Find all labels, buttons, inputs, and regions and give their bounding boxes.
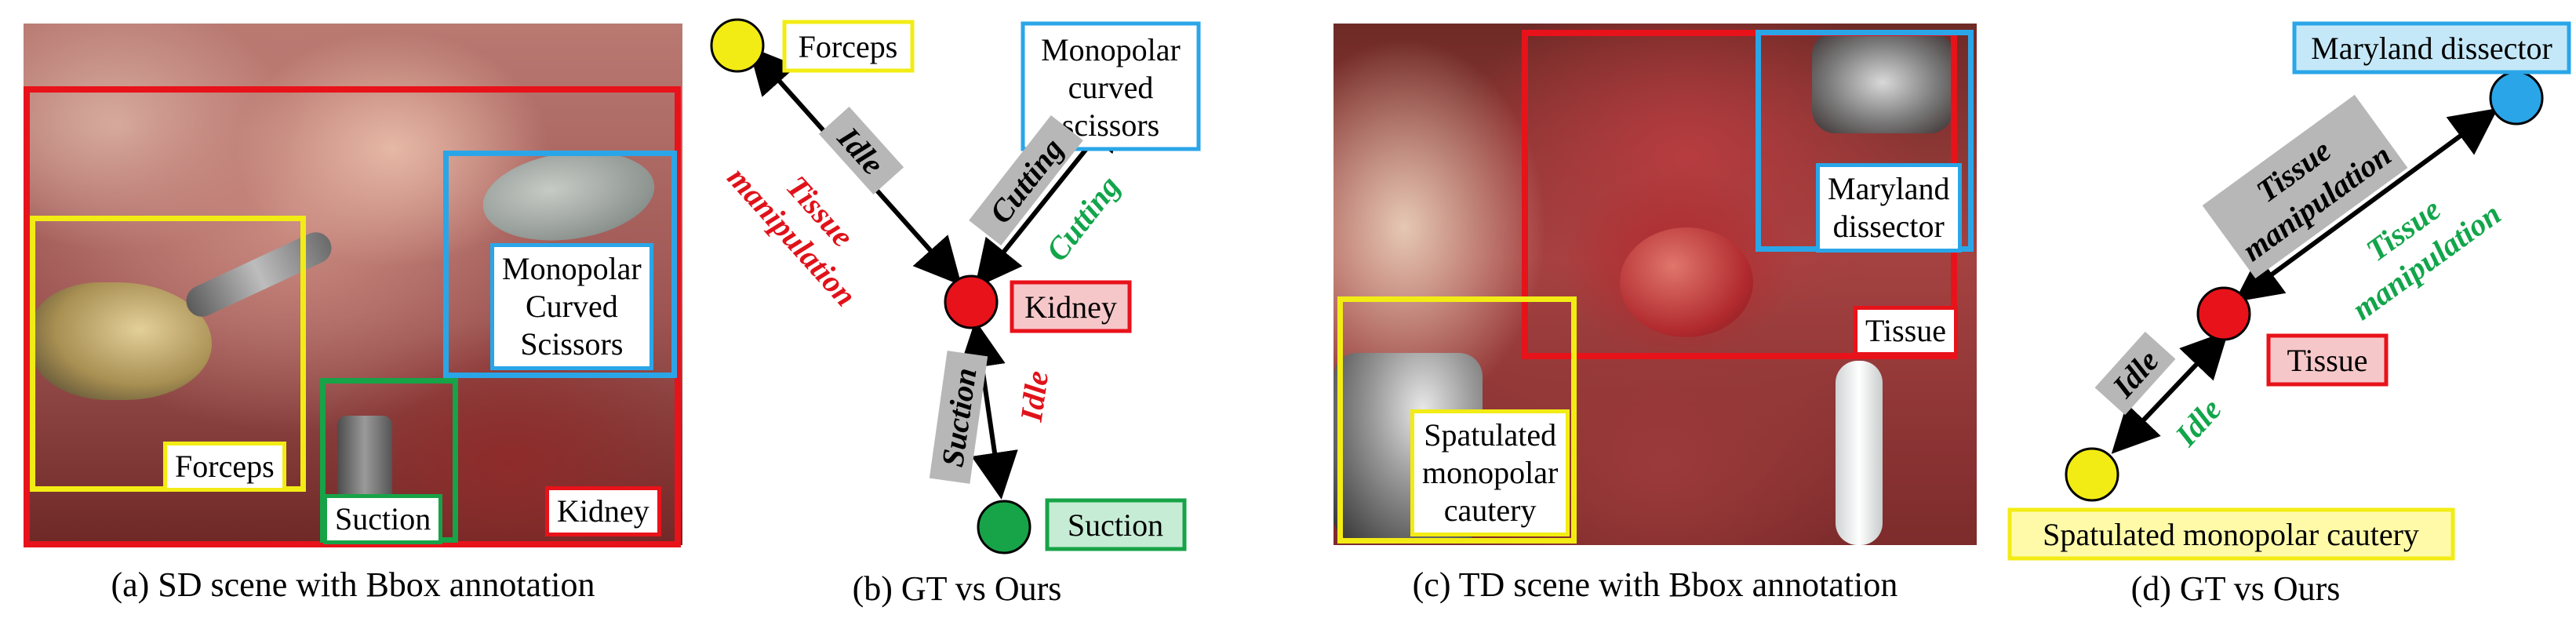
- edge-maryland-tissue: [2234, 107, 2498, 303]
- node-kidney: [944, 275, 999, 329]
- maryland-shape: [1812, 31, 1953, 133]
- forceps-shape: [31, 282, 212, 400]
- panel-a: Forceps Suction Kidney Monopolar Curved …: [0, 0, 690, 629]
- tag-text-suction: Suction: [1068, 507, 1163, 543]
- tag-text-scissors-1: Monopolar: [1041, 32, 1181, 67]
- edge-label-suction-pred-text: Idle: [1013, 369, 1056, 424]
- tag-maryland: Maryland dissector: [1816, 163, 1962, 253]
- tag-forceps: Forceps: [163, 442, 286, 492]
- tag-text-maryland: Maryland dissector: [2311, 31, 2552, 66]
- tag-kidney: Kidney: [545, 486, 661, 536]
- node-tissue: [2196, 286, 2251, 341]
- panel-b-graph: Forceps Monopolar curved scissors Kidney…: [710, 18, 1201, 608]
- tag-monopolar-line3: Scissors: [520, 326, 624, 362]
- tag-box-kidney: [1010, 280, 1132, 333]
- edge-label-suction-pred: Idle: [1013, 369, 1056, 424]
- tag-spatulated-line1: Spatulated: [1424, 417, 1557, 453]
- monopolar-bbox: [443, 151, 677, 378]
- node-suction: [977, 500, 1031, 554]
- edge-label-forceps-gt: Idle: [818, 106, 904, 195]
- tag-maryland-line1: Maryland: [1828, 171, 1950, 206]
- tissue-mass-shape: [1620, 227, 1753, 337]
- tag-tissue: Tissue: [1854, 306, 1959, 356]
- caption-d: (d) GT vs Ours: [2131, 569, 2341, 608]
- tag-monopolar: Monopolar Curved Scissors: [490, 243, 653, 370]
- spatulated-bbox: [1337, 296, 1577, 544]
- tag-box-spatulated: [2007, 507, 2455, 561]
- edge-label-scissors-pred-text: Cutting: [1039, 169, 1126, 267]
- edge-label-spatulated-pred: Idle: [2167, 391, 2228, 453]
- tag-text-forceps: Forceps: [799, 29, 898, 64]
- tag-text-scissors-2: curved: [1068, 70, 1154, 105]
- panel-d-graph: Maryland dissector Tissue Spatulated mon…: [2007, 21, 2571, 608]
- edge-label-spatulated-pred-text: Idle: [2167, 391, 2228, 453]
- tag-monopolar-line1: Monopolar: [502, 251, 642, 286]
- edge-label-scissors-pred: Cutting: [1039, 169, 1126, 267]
- tag-spatulated: Spatulated monopolar cautery: [1410, 409, 1570, 536]
- tag-box-suction: [1045, 498, 1187, 551]
- node-spatulated: [2065, 447, 2119, 502]
- caption-c: (c) TD scene with Bbox annotation: [1412, 565, 1898, 604]
- tag-spatulated-line3: cautery: [1443, 493, 1537, 528]
- tag-spatulated-line2: monopolar: [1422, 455, 1559, 490]
- node-maryland: [2489, 71, 2544, 125]
- white-tube-shape: [1836, 361, 1883, 545]
- tag-text-kidney: Kidney: [1024, 289, 1117, 325]
- caption-b: (b) GT vs Ours: [853, 569, 1062, 608]
- tag-box-tissue: [2266, 333, 2389, 387]
- tag-maryland-line2: dissector: [1832, 209, 1945, 244]
- edge-label-suction-gt-text: Suction: [934, 365, 983, 469]
- tag-suction: Suction: [323, 494, 443, 544]
- node-forceps: [710, 18, 765, 73]
- edge-label-suction-gt: Suction: [929, 351, 988, 484]
- tag-text-tissue: Tissue: [2287, 343, 2367, 378]
- kidney-bbox: [24, 86, 681, 547]
- tag-box-maryland: [2292, 21, 2571, 75]
- tag-text-spatulated: Spatulated monopolar cautery: [2043, 517, 2419, 552]
- edge-spatulated-tissue: [2111, 330, 2229, 454]
- caption-a: (a) SD scene with Bbox annotation: [111, 565, 595, 604]
- panel-c: Maryland dissector Tissue Spatulated mon…: [1326, 0, 1985, 629]
- tag-box-forceps: [782, 20, 915, 73]
- tag-monopolar-line2: Curved: [526, 289, 618, 324]
